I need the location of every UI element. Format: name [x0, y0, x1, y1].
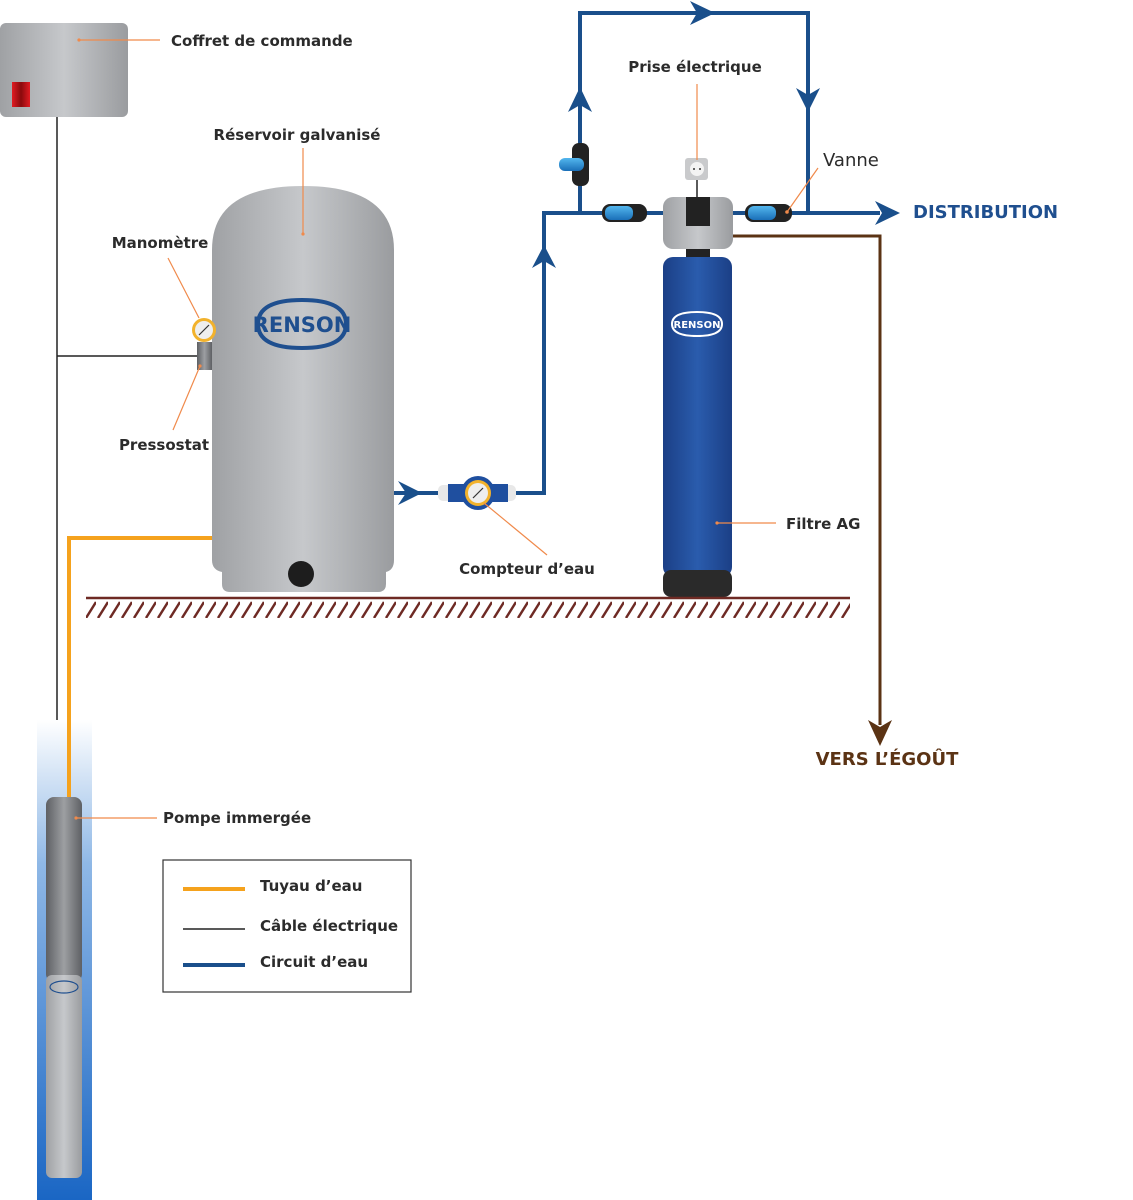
leader-lines: [76, 39, 819, 819]
filter-logo: RENSON: [670, 310, 724, 338]
legend-label: Circuit d’eau: [260, 953, 368, 971]
arrow-right-icon: [690, 1, 715, 25]
label-drain: VERS L’ÉGOÛT: [816, 748, 959, 770]
arrow-up-icon: [568, 87, 592, 112]
label-tank: Réservoir galvanisé: [214, 126, 381, 144]
outlet-valve: [745, 204, 792, 222]
label-control-box: Coffret de commande: [171, 32, 353, 50]
electrical-outlet: [685, 158, 708, 198]
tank-logo: RENSON: [253, 297, 352, 351]
legend-item: Tuyau d’eau: [183, 877, 362, 895]
bypass-valve: [559, 143, 589, 186]
arrow-right-icon: [875, 201, 900, 225]
electric-cables: [56, 117, 198, 800]
legend: Tuyau d’eau Câble électrique Circuit d’e…: [162, 859, 412, 993]
legend-label: Tuyau d’eau: [260, 877, 362, 895]
water-meter: [438, 476, 516, 510]
label-manometer: Manomètre: [112, 234, 209, 252]
power-switch-icon: [12, 82, 30, 107]
arrow-right-icon: [398, 481, 422, 505]
label-water-meter: Compteur d’eau: [459, 560, 595, 578]
tank-drain-port: [288, 561, 314, 587]
label-pump: Pompe immergée: [163, 809, 311, 827]
label-distribution: DISTRIBUTION: [913, 202, 1058, 223]
ag-filter: RENSON: [663, 197, 733, 597]
tank-logo-text: RENSON: [253, 313, 352, 337]
drain-line: [733, 234, 892, 746]
manometer: [192, 318, 216, 370]
ground-line: [86, 596, 850, 618]
label-filter: Filtre AG: [786, 515, 860, 533]
water-circuit: [394, 11, 880, 495]
legend-item: Circuit d’eau: [183, 953, 368, 971]
submersible-pump: [46, 797, 82, 1178]
legend-label: Câble électrique: [260, 917, 398, 935]
arrow-down-icon: [868, 720, 892, 746]
label-pressure-switch: Pressostat: [119, 436, 209, 454]
label-outlet: Prise électrique: [628, 58, 762, 76]
inlet-valve: [602, 204, 647, 222]
control-box: [0, 23, 128, 117]
label-valve: Vanne: [823, 150, 879, 171]
arrow-down-icon: [796, 88, 820, 112]
flow-arrows: [398, 1, 900, 505]
pump-logo: [49, 980, 79, 994]
water-pipe: [67, 536, 212, 800]
arrow-up-icon: [532, 245, 556, 268]
galvanized-tank: RENSON: [212, 186, 394, 592]
legend-item: Câble électrique: [183, 917, 398, 935]
filter-logo-text: RENSON: [674, 320, 721, 331]
